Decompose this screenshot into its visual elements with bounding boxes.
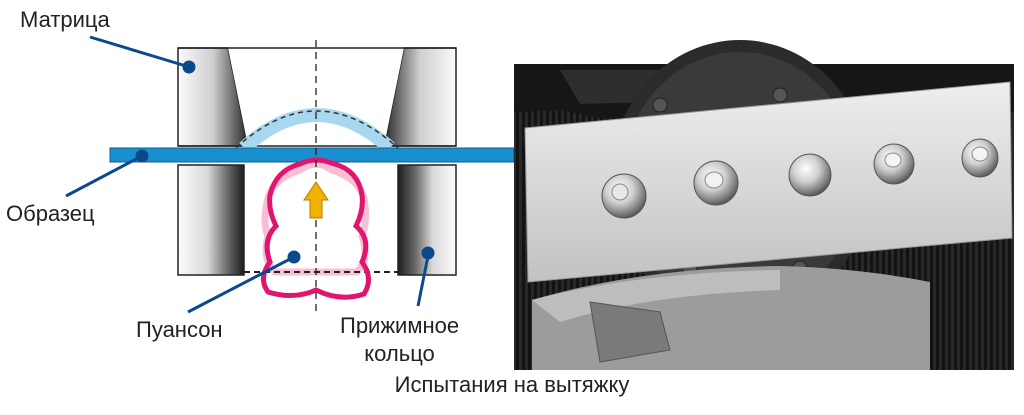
force-arrow — [303, 181, 329, 219]
photo-cups — [601, 138, 999, 219]
label-punch: Пуансон — [136, 317, 223, 342]
label-ring-line1: Прижимное — [340, 313, 460, 338]
schematic — [65, 35, 515, 314]
photo-steel-strip — [524, 81, 1013, 283]
ring-left — [177, 164, 245, 276]
punch-outline — [261, 157, 371, 300]
test-photo — [514, 40, 1014, 370]
label-ring: Прижимное кольцо — [340, 312, 459, 367]
dome-dashed-outline — [235, 110, 399, 149]
caption: Испытания на вытяжку — [394, 372, 630, 397]
label-die: Матрица — [20, 7, 110, 32]
label-specimen: Образец — [6, 201, 95, 226]
label-ring-line2: кольцо — [364, 340, 435, 366]
leader-lines — [65, 35, 435, 314]
